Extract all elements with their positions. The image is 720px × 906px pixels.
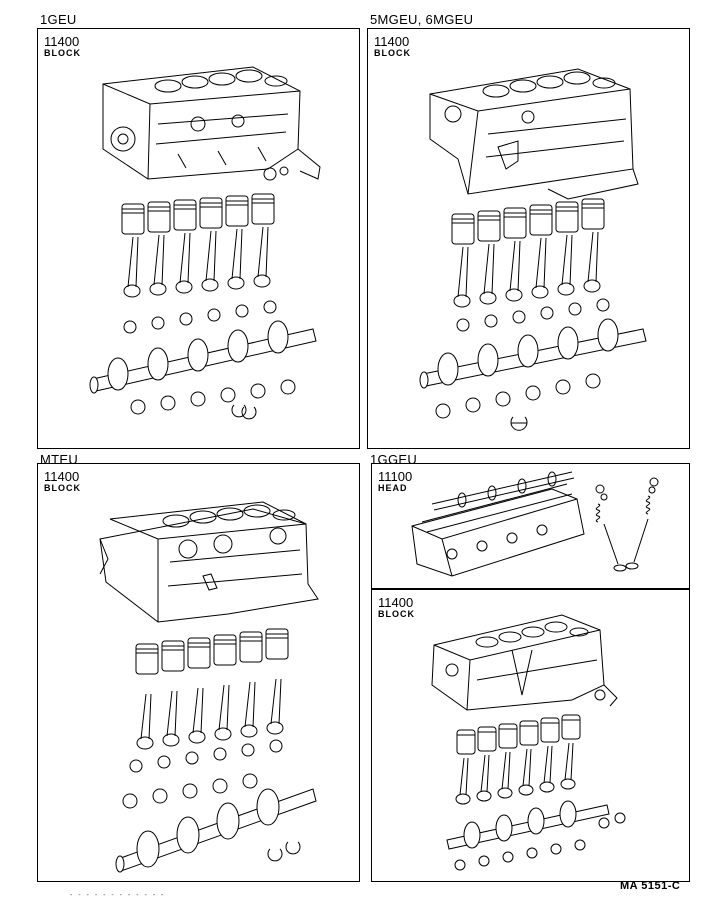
part-name: BLOCK <box>378 609 415 619</box>
bearing-shells-lower-drawing <box>435 373 601 431</box>
panel-1ggeu-block[interactable]: 11400 BLOCK <box>371 589 690 882</box>
bearing-shells-upper-drawing <box>129 739 283 773</box>
part-name: HEAD <box>378 483 408 493</box>
bearing-shells-lower-drawing <box>130 379 296 420</box>
piston-set-drawing <box>135 628 289 675</box>
panel-1ggeu-head[interactable]: 11100 HEAD <box>371 463 690 589</box>
crankshaft-drawing <box>115 788 317 873</box>
piston-set-drawing <box>121 193 275 235</box>
part-number: 11400 <box>378 595 414 610</box>
connecting-rod-set-drawing <box>453 231 601 308</box>
part-name: BLOCK <box>44 483 81 493</box>
piston-set-drawing <box>451 198 605 245</box>
bearing-shells-lower-drawing <box>122 773 301 862</box>
section-label-1geu: 1GEU <box>40 12 77 27</box>
cylinder-block-drawing <box>102 66 321 181</box>
crankshaft-drawing <box>89 320 317 394</box>
engine-block-exploded-illustration <box>431 614 626 871</box>
part-number: 11400 <box>44 469 80 484</box>
cylinder-block-drawing <box>429 68 639 200</box>
cylinder-block-drawing <box>99 501 319 623</box>
cylinder-block-drawing <box>431 614 618 711</box>
connecting-rod-set-drawing <box>123 226 271 298</box>
footer-scan-marks: - - - - - - - - - - - - <box>70 892 166 899</box>
part-number: 11400 <box>374 34 410 49</box>
part-name: BLOCK <box>374 48 411 58</box>
piston-set-drawing <box>456 714 581 755</box>
crankshaft-drawing <box>419 318 647 389</box>
bearing-shells-upper-drawing <box>456 298 610 332</box>
engine-block-exploded-illustration <box>419 68 647 431</box>
bearing-shells-upper-drawing <box>123 300 277 334</box>
part-number: 11100 <box>378 469 413 484</box>
diagram-reference-code: MA 5151-C <box>620 880 681 892</box>
engine-block-exploded-illustration <box>89 66 321 420</box>
part-name: BLOCK <box>44 48 81 58</box>
bearing-shells-drawing <box>454 812 626 871</box>
valve-parts-drawing <box>595 477 659 572</box>
connecting-rod-set-drawing <box>136 678 284 750</box>
part-number: 11400 <box>44 34 80 49</box>
panel-5mgeu-6mgeu-block[interactable]: 11400 BLOCK <box>367 28 690 449</box>
panel-1geu-block[interactable]: 11400 BLOCK <box>37 28 360 449</box>
connecting-rod-set-drawing <box>455 742 576 805</box>
crankshaft-drawing <box>446 800 610 850</box>
cylinder-head-drawing <box>411 483 585 577</box>
panel-mteu-block[interactable]: 11400 BLOCK <box>37 463 360 882</box>
section-label-5mgeu: 5MGEU, 6MGEU <box>370 12 474 27</box>
cylinder-head-exploded-illustration <box>411 471 659 577</box>
camshaft-drawing <box>431 471 575 511</box>
engine-block-exploded-illustration <box>99 501 319 873</box>
